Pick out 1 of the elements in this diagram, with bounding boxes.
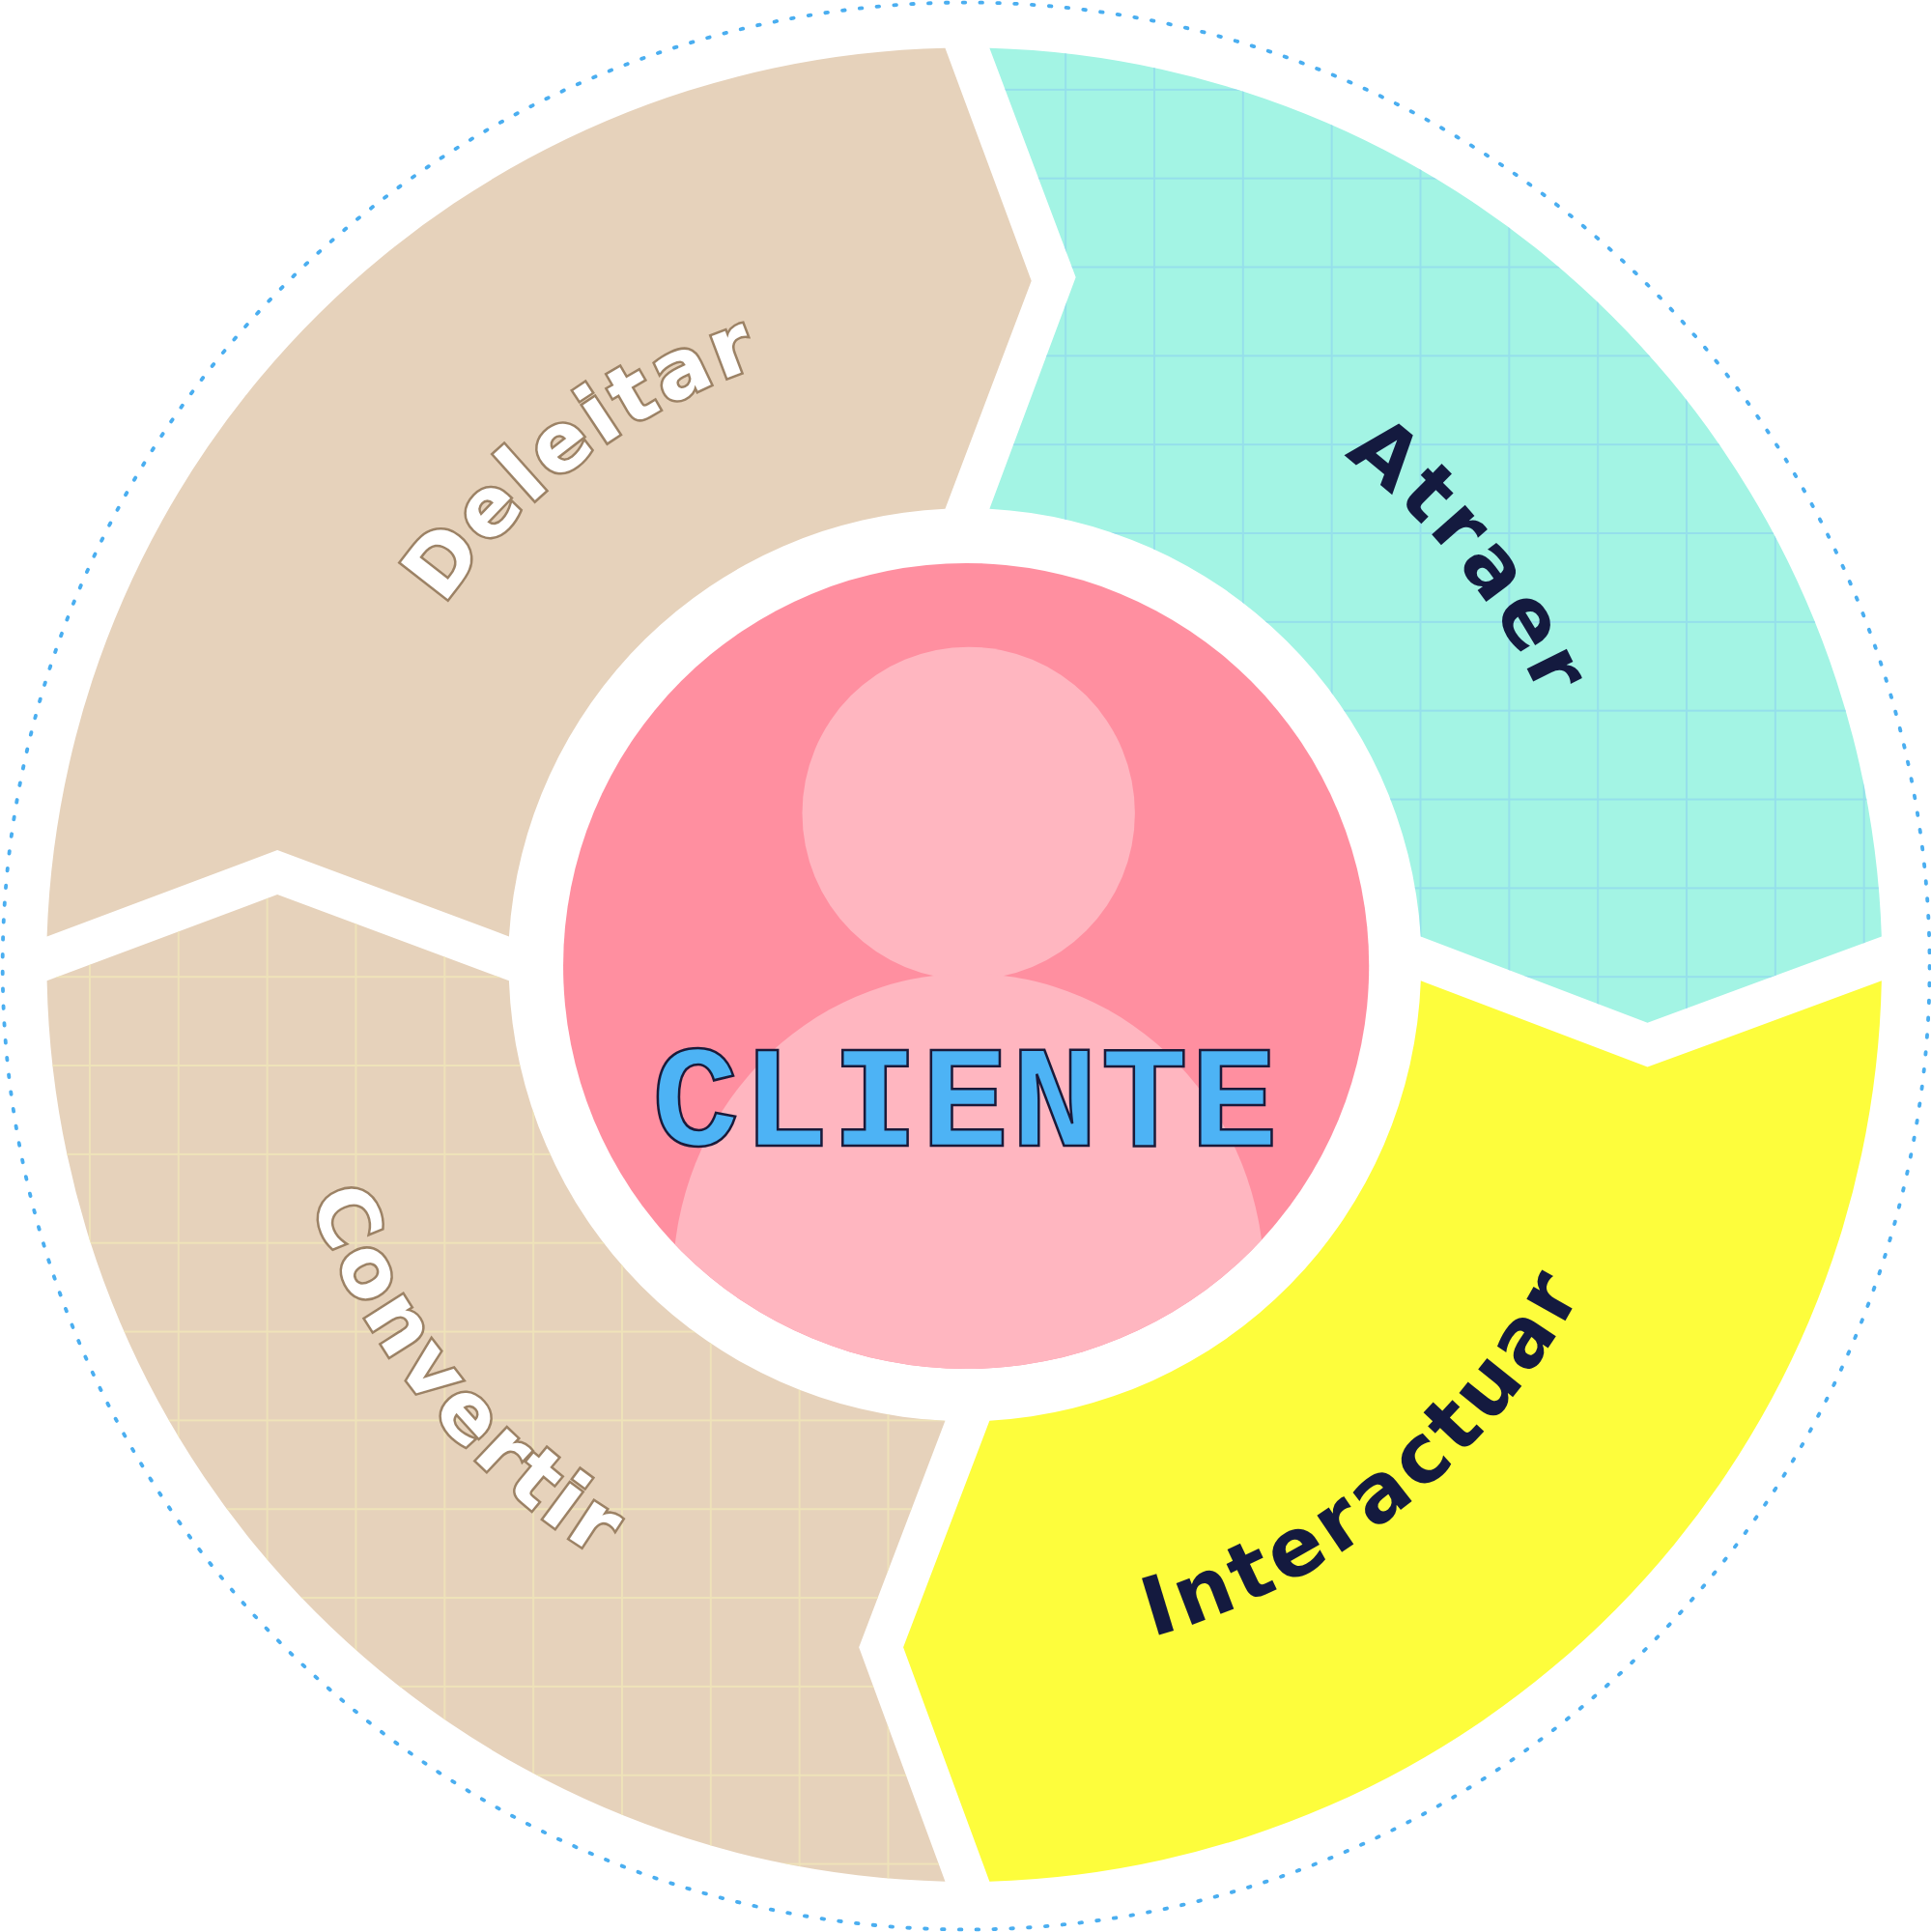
center-label: CLIENTE [652, 1025, 1281, 1190]
